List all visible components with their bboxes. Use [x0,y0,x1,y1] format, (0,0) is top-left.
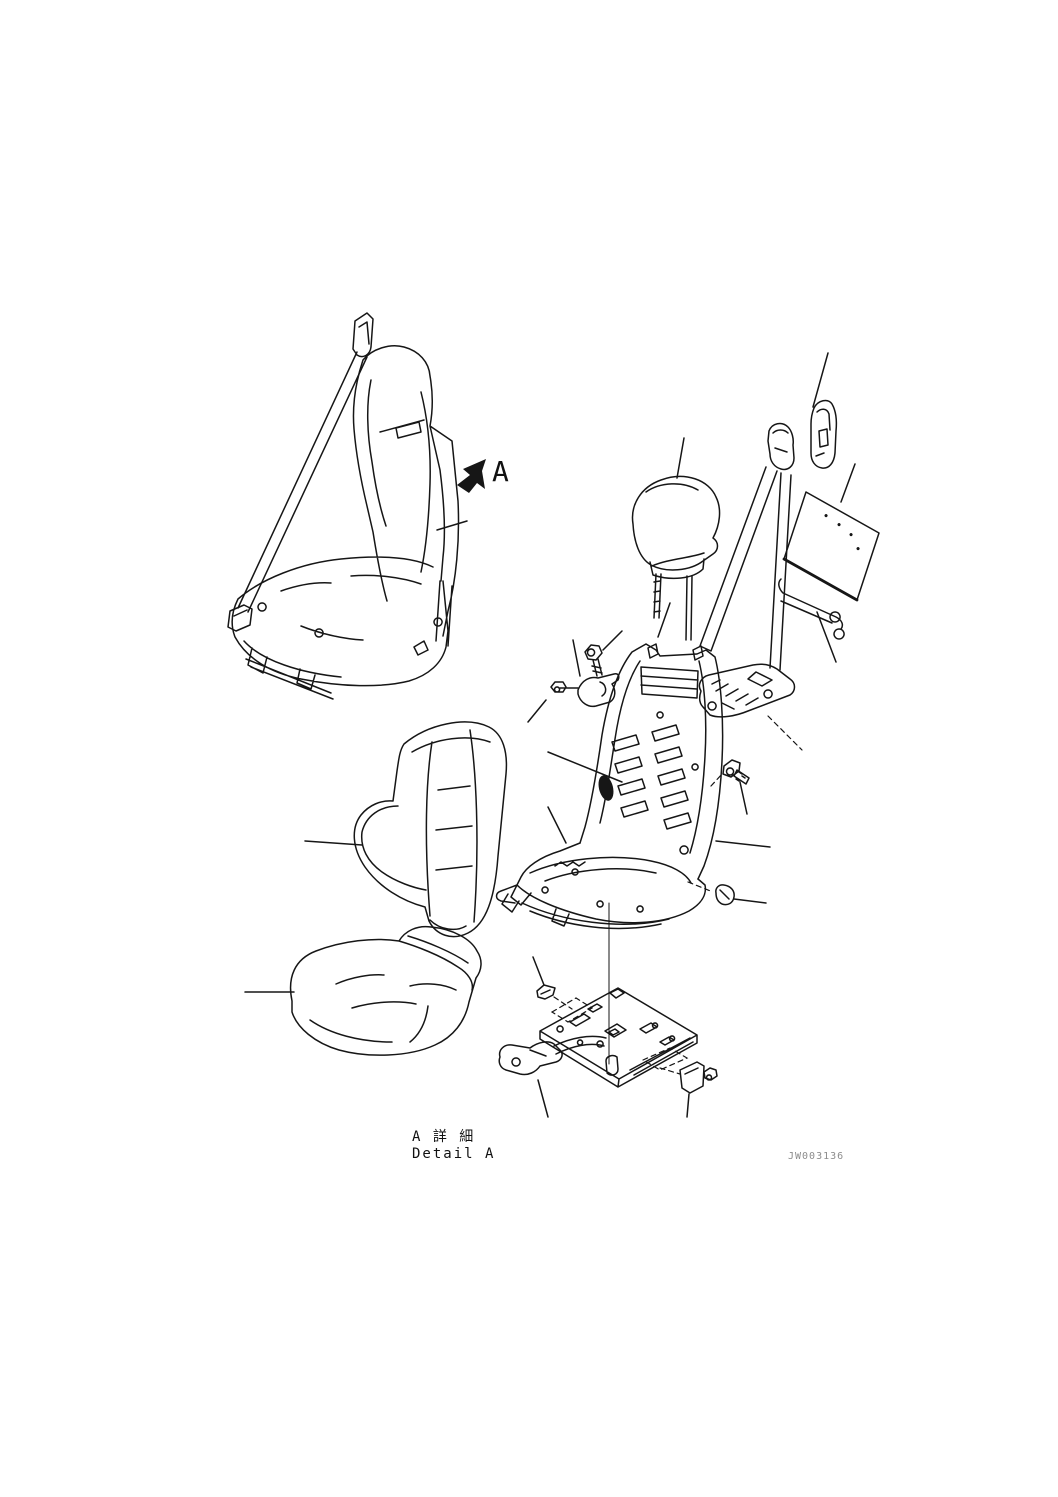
belt-cover-outline [810,399,838,469]
slide-lever-bracket [498,1035,607,1076]
drawing-number: JW003136 [788,1151,844,1162]
backrest-cushion [353,721,508,938]
headrest-outline [631,475,721,580]
back-panel-bottom-edge [782,557,859,602]
detail-marker-letter: A [492,455,509,488]
frame-hardware [550,644,750,906]
headrest-posts [653,573,693,641]
seat-frame-drawing [495,643,750,930]
belt-anchor-bar [778,578,845,640]
back-panel-outline [783,491,880,601]
assembled-seat-view [227,312,460,700]
assembled-seat-belt [227,312,374,632]
belt-anchor-and-straps [699,422,795,671]
seat-belt-drawing [698,422,845,718]
detail-marker: A [457,455,509,493]
detail-arrow-icon [457,459,486,493]
seat-pan-frame [495,842,707,930]
seat-back-frame [579,643,724,880]
detail-caption-english: Detail A [412,1146,495,1162]
stopper-bracket [679,1061,718,1094]
dashed-reference-lines [550,715,803,1075]
exploded-view [495,399,880,1094]
seat-cushion [289,925,482,1056]
detail-caption-japanese: A 詳 細 [412,1129,475,1145]
base-plate-drawing [498,902,718,1094]
belt-retractor-plate [698,663,796,718]
belt-cover-drawing [810,399,838,469]
headrest-drawing [631,475,721,641]
cushions-group [289,721,508,1056]
captions: A 詳 細 Detail A JW003136 [412,1129,844,1162]
assembled-seat-outline [231,345,460,700]
mounting-clip [536,984,556,1000]
leader-lines [244,352,856,1118]
back-panel-drawing [782,491,880,602]
frame-pivot-hole [598,775,614,801]
